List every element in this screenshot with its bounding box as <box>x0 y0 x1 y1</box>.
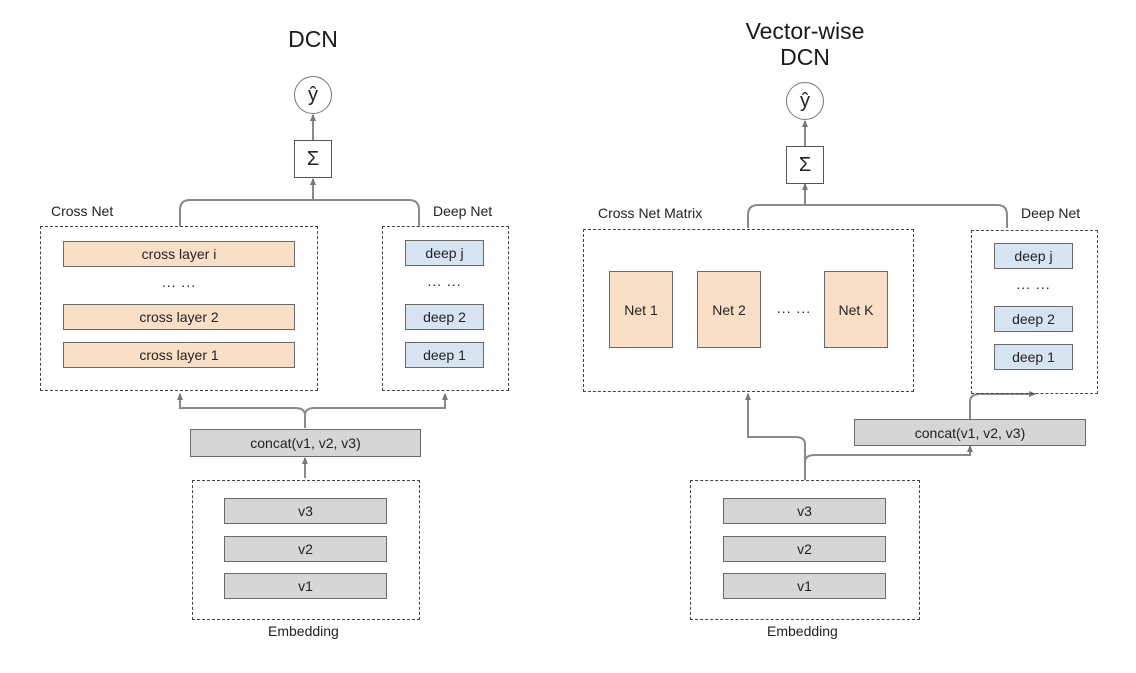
net-2: Net 2 <box>697 271 761 348</box>
output-node-right: ŷ <box>786 82 824 120</box>
concat-node: concat(v1, v2, v3) <box>190 429 421 457</box>
vector-wise-dcn-title-line2: DCN <box>780 44 830 70</box>
embedding-container-right <box>690 480 920 620</box>
cross-layer-i: cross layer i <box>63 241 295 267</box>
edge-concat-to-deep <box>304 393 448 416</box>
edge-embedding-to-concat <box>804 445 973 463</box>
edge-embedding-to-cross-matrix <box>745 393 806 480</box>
net-1: Net 1 <box>609 271 673 348</box>
deep-layer-1: deep 1 <box>405 342 484 368</box>
embedding-container <box>192 480 420 620</box>
deep-layer-1-right: deep 1 <box>994 344 1073 370</box>
edge-concat-to-cross <box>177 393 306 428</box>
edge-concat-to-deep-right <box>969 391 1036 419</box>
embedding-label-right: Embedding <box>767 623 838 639</box>
sum-node: Σ <box>294 140 332 178</box>
edge-cross-to-sum <box>179 178 316 226</box>
sum-node-right: Σ <box>786 146 824 184</box>
deep-layer-2: deep 2 <box>405 304 484 330</box>
net-k: Net K <box>824 271 888 348</box>
vector-wise-dcn-title-line1: Vector-wise <box>745 18 865 44</box>
edge-cross-matrix-to-sum <box>747 183 808 228</box>
deep-layer-2-right: deep 2 <box>994 306 1073 332</box>
edge-deep-to-sum <box>313 199 420 226</box>
output-node: ŷ <box>294 76 332 114</box>
cross-net-matrix-label: Cross Net Matrix <box>598 205 703 221</box>
embedding-label: Embedding <box>268 623 339 639</box>
cross-net-label: Cross Net <box>51 203 114 219</box>
deep-layer-j-right: deep j <box>994 243 1073 269</box>
cross-layer-2: cross layer 2 <box>63 304 295 330</box>
edge-deep-to-sum-right <box>805 204 1008 228</box>
concat-node-right: concat(v1, v2, v3) <box>854 419 1086 446</box>
embedding-v3: v3 <box>224 498 387 524</box>
deep-net-container-right <box>971 230 1098 394</box>
cross-layer-ellipsis: ... ... <box>161 274 197 290</box>
embedding-v3-right: v3 <box>723 498 886 524</box>
embedding-v2: v2 <box>224 536 387 562</box>
deep-net-label: Deep Net <box>433 203 493 219</box>
cross-net-container <box>40 226 318 391</box>
embedding-v1: v1 <box>224 573 387 599</box>
dcn-title: DCN <box>288 26 338 52</box>
deep-layer-ellipsis: ... ... <box>427 273 462 289</box>
cross-layer-1: cross layer 1 <box>63 342 295 368</box>
embedding-v2-right: v2 <box>723 536 886 562</box>
deep-net-label-right: Deep Net <box>1021 205 1081 221</box>
cross-net-matrix-container <box>583 229 914 392</box>
deep-layer-ellipsis-right: ... ... <box>1016 276 1051 292</box>
embedding-v1-right: v1 <box>723 573 886 599</box>
net-ellipsis: ... ... <box>776 300 812 316</box>
deep-layer-j: deep j <box>405 240 484 266</box>
deep-net-container <box>382 226 509 391</box>
